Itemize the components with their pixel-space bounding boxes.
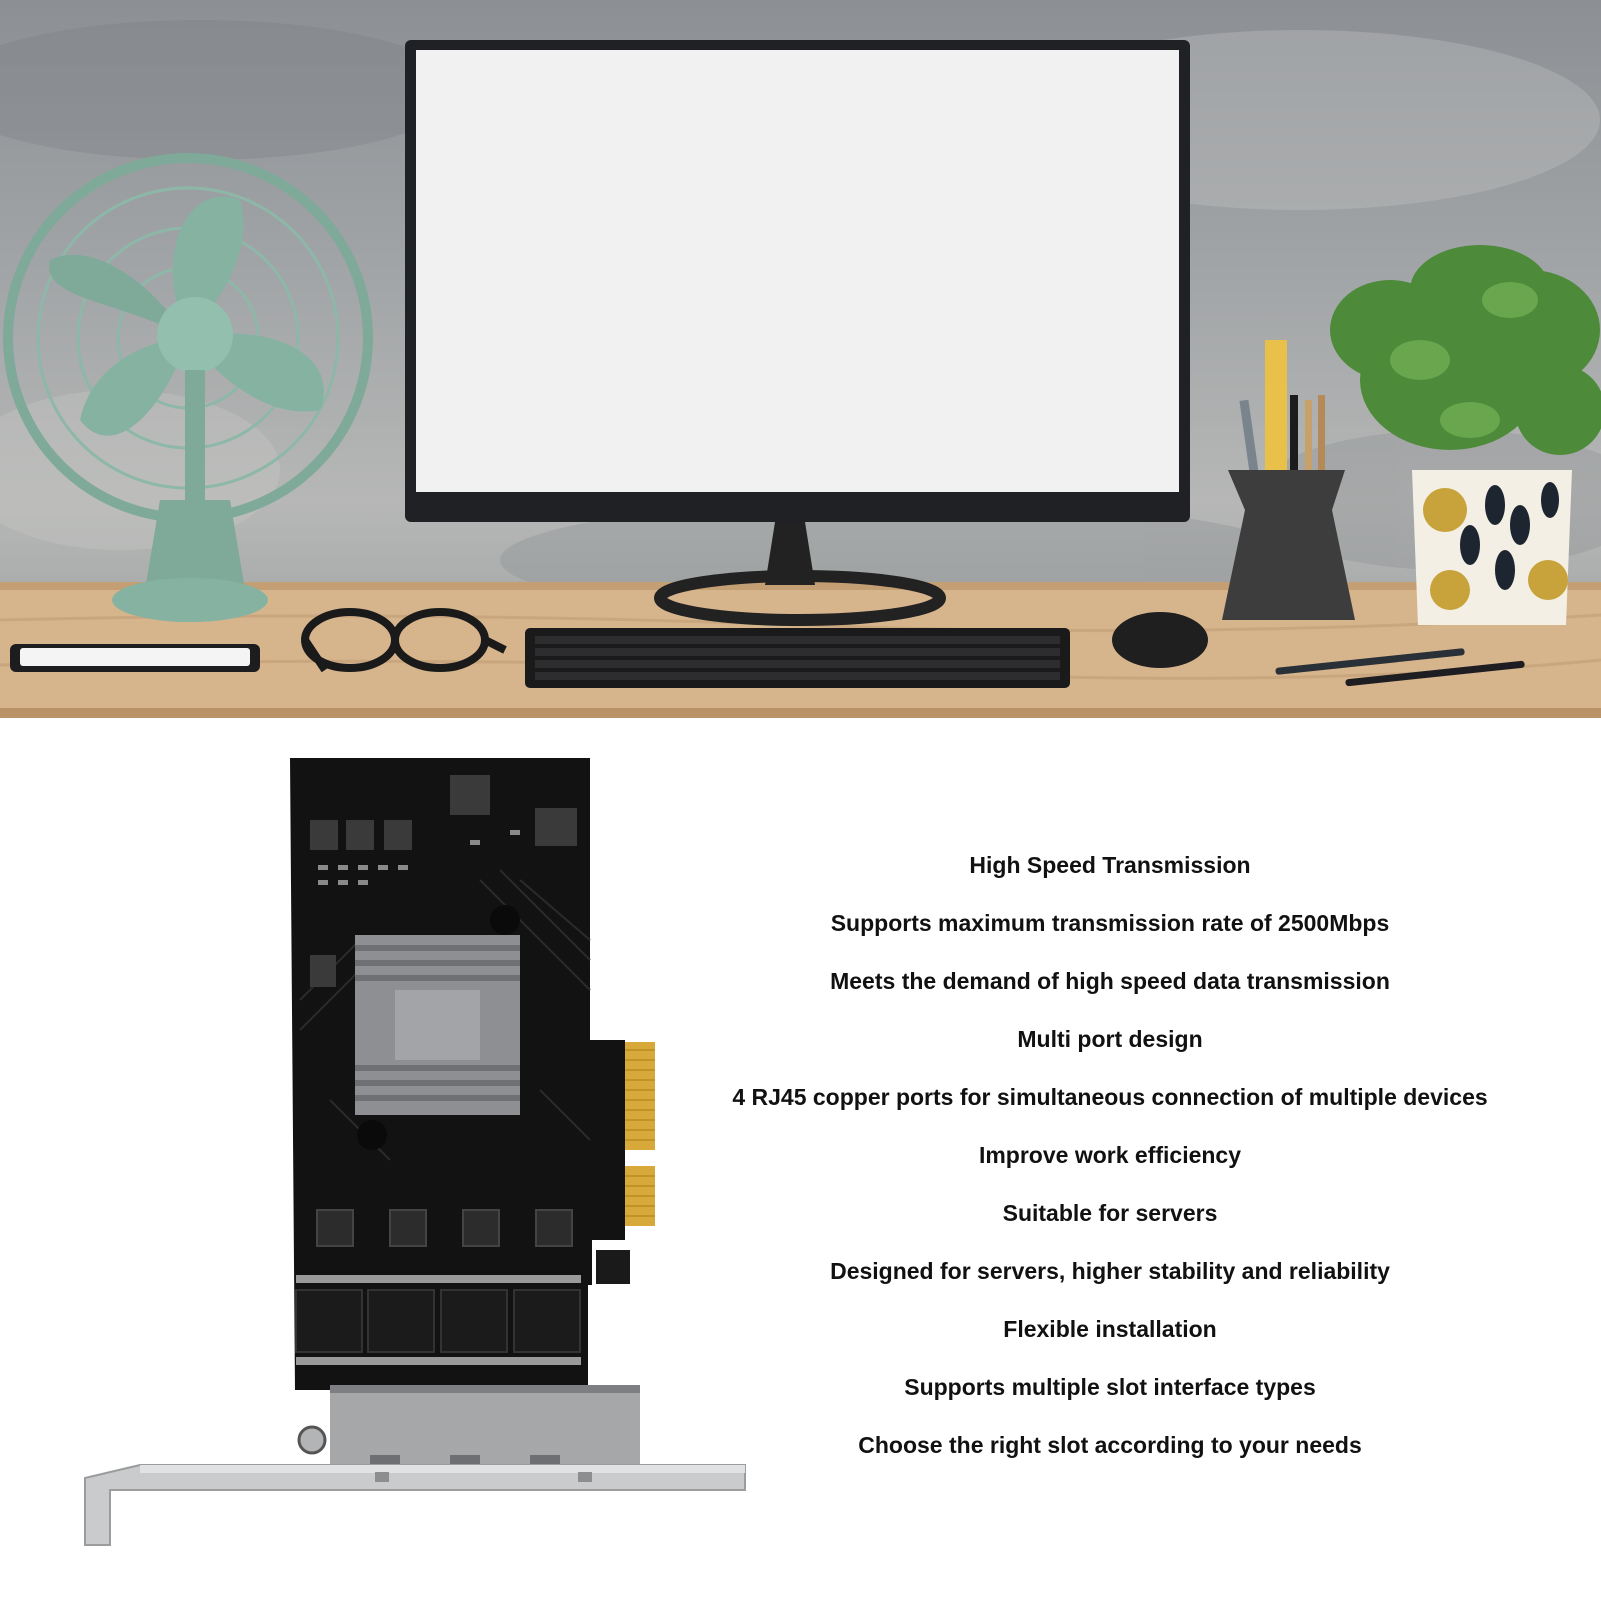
- feature-text-rj45-ports: 4 RJ45 copper ports for simultaneous con…: [732, 1084, 1488, 1110]
- computer-mouse: [1112, 612, 1208, 668]
- pin-rows: [296, 1275, 581, 1365]
- desk-fan: [3, 153, 373, 622]
- pcie-gold-contacts: [625, 1042, 655, 1226]
- magnetics-transformers: [295, 1289, 581, 1353]
- network-card-illustration: [84, 758, 746, 1546]
- feature-list: High Speed Transmission Supports maximum…: [690, 836, 1530, 1474]
- feature-heading-high-speed: High Speed Transmission: [969, 852, 1251, 878]
- rj45-port-block: [330, 1385, 640, 1465]
- product-section: [0, 718, 1601, 1601]
- feature-text-stability: Designed for servers, higher stability a…: [830, 1258, 1390, 1284]
- smartphone: [10, 644, 260, 672]
- computer-monitor: [405, 40, 1190, 626]
- mounting-bracket: [84, 1464, 746, 1546]
- weee-mark: [596, 1250, 630, 1284]
- pcb-resistors: [318, 830, 520, 885]
- potted-plant: [1330, 245, 1601, 625]
- phy-chips: [316, 1209, 573, 1247]
- eyeglasses: [301, 608, 507, 673]
- feature-text-data-demand: Meets the demand of high speed data tran…: [830, 968, 1390, 994]
- heatsink: [355, 905, 520, 1150]
- feature-heading-multi-port: Multi port design: [1017, 1026, 1203, 1052]
- feature-text-work-efficiency: Improve work efficiency: [978, 1142, 1242, 1168]
- desk-scene-illustration: [0, 20, 1601, 718]
- pencil-holder: [1222, 340, 1355, 620]
- feature-text-transmission-rate: Supports maximum transmission rate of 25…: [830, 910, 1390, 936]
- feature-heading-servers: Suitable for servers: [1002, 1200, 1218, 1226]
- desk-scene-photo: [0, 0, 1601, 718]
- pcb-components: [310, 775, 577, 987]
- keyboard: [525, 628, 1070, 688]
- feature-heading-installation: Flexible installation: [1003, 1316, 1217, 1342]
- mounting-screw: [297, 1425, 327, 1455]
- feature-text-slot-types: Supports multiple slot interface types: [904, 1374, 1316, 1400]
- feature-text-right-slot: Choose the right slot according to your …: [858, 1432, 1362, 1458]
- pens: [1275, 648, 1525, 687]
